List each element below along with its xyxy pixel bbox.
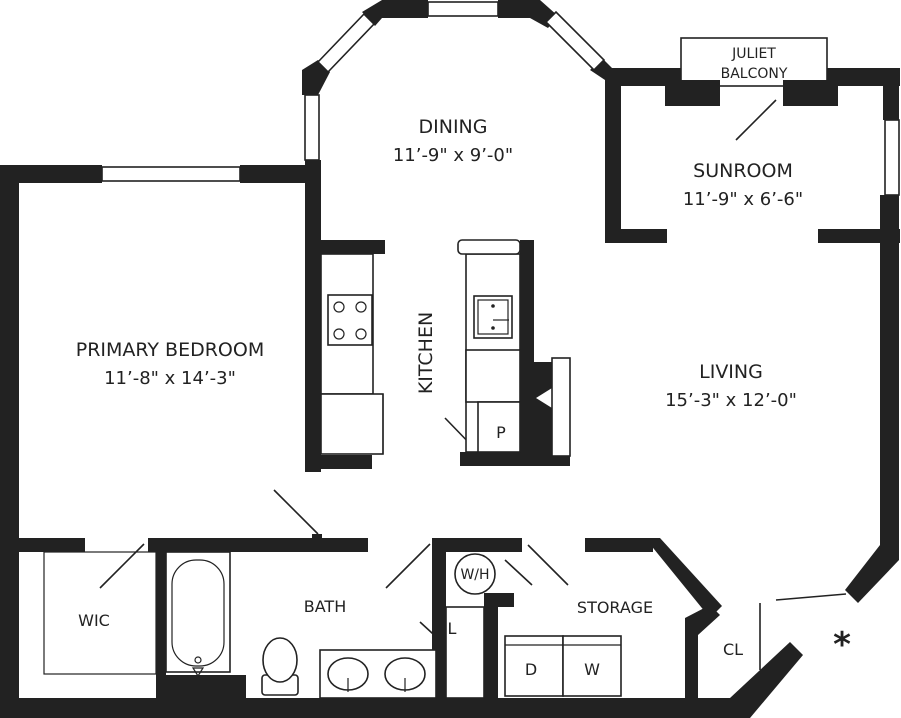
doors: [99, 99, 847, 670]
dining-label: DINING: [419, 116, 488, 138]
storage-label: STORAGE: [577, 598, 653, 617]
windows: [101, 1, 900, 196]
washer-label: W: [584, 660, 600, 679]
juliet-balcony-line1: JULIET: [731, 46, 776, 62]
bath-label: BATH: [304, 597, 346, 616]
storage-door: [527, 544, 569, 586]
bath-door: [385, 543, 431, 589]
dining-window-left: [304, 94, 320, 161]
bath-fixtures: [43, 551, 437, 699]
sunroom-dims: 11’-9" x 6’-6": [683, 189, 803, 210]
toilet: [261, 637, 299, 696]
primary-bedroom-label: PRIMARY BEDROOM: [76, 339, 264, 361]
fixture-labels: P W/H L D W *: [448, 423, 852, 679]
entry-marker: *: [833, 625, 851, 665]
kitchen-label: KITCHEN: [415, 312, 437, 394]
refrigerator: [320, 393, 384, 455]
living-label: LIVING: [699, 361, 763, 383]
dining-window-top: [427, 1, 499, 17]
wic-shelf: [43, 551, 157, 675]
sunroom-window: [884, 119, 900, 196]
water-heater: [454, 553, 496, 595]
stove-cooktop: [327, 294, 373, 346]
juliet-balcony-box: [680, 37, 828, 87]
primary-bedroom-dims: 11’-8" x 14’-3": [104, 368, 236, 389]
bar-counter: [551, 357, 571, 457]
wh-door: [504, 559, 533, 586]
pantry-label: P: [496, 423, 506, 442]
entry-door: [775, 593, 847, 601]
kitchen-fixtures: [320, 239, 571, 457]
living-dims: 15’-3" x 12’-0": [665, 390, 797, 411]
bedroom-door: [273, 489, 319, 535]
washer: [562, 635, 622, 697]
sunroom-label: SUNROOM: [693, 160, 793, 182]
closet-label: CL: [723, 640, 743, 659]
dining-dims: 11’-9" x 9’-0": [393, 145, 513, 166]
linen-label: L: [448, 619, 457, 638]
bathtub: [165, 551, 231, 673]
utility-fixtures: [445, 553, 622, 699]
bedroom-window: [101, 166, 241, 182]
wic-door: [99, 543, 145, 589]
dining-window-left-angled: [316, 12, 376, 74]
kitchen-sink: [473, 295, 513, 339]
linen-closet-shelf: [445, 606, 485, 699]
wic-label: WIC: [78, 611, 110, 630]
sunroom-door: [735, 99, 777, 141]
linen-door: [419, 621, 445, 645]
dryer: [504, 635, 564, 697]
island-bar-top: [457, 239, 521, 255]
dining-window-right-angled: [544, 10, 606, 72]
pantry: [477, 401, 521, 453]
juliet-balcony-line2: BALCONY: [721, 66, 788, 82]
interior-walls: [0, 80, 900, 700]
water-heater-label: W/H: [460, 567, 489, 583]
dryer-label: D: [525, 660, 537, 679]
dishwasher: [465, 349, 521, 403]
room-labels: DINING 11’-9" x 9’-0" SUNROOM 11’-9" x 6…: [76, 46, 803, 659]
